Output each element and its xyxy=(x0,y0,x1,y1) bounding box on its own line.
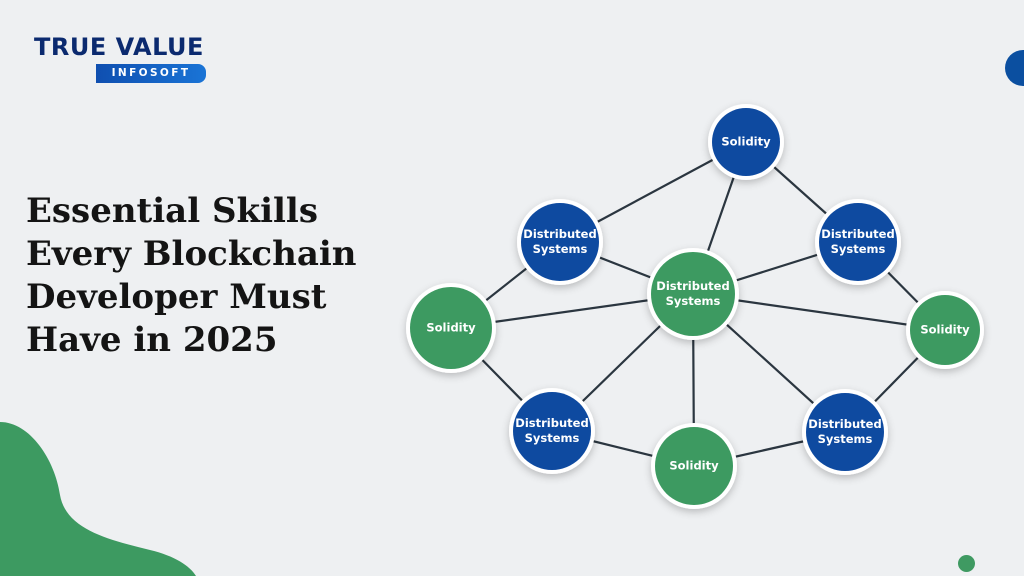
node-right: Solidity xyxy=(906,291,984,369)
green-blob-decoration xyxy=(0,422,196,576)
node-fill-circle xyxy=(910,295,980,365)
node-fill-circle xyxy=(651,252,735,336)
node-label: Systems xyxy=(666,294,721,308)
logo-wordmark: TRUE VALUE xyxy=(34,33,204,61)
node-top: Solidity xyxy=(708,104,784,180)
green-dot-decoration xyxy=(958,555,975,572)
node-label: Solidity xyxy=(426,321,476,335)
node-label: Distributed xyxy=(515,416,588,430)
node-fill-circle xyxy=(513,392,591,470)
node-label: Solidity xyxy=(721,135,771,149)
network-nodes: SolidityDistributedSystemsDistributedSys… xyxy=(406,104,984,509)
node-label: Systems xyxy=(831,242,886,256)
headline-line: Essential Skills xyxy=(26,191,318,231)
node-label: Distributed xyxy=(808,417,881,431)
logo-subtitle: INFOSOFT xyxy=(96,64,206,83)
node-label: Systems xyxy=(525,431,580,445)
headline-line: Developer Must xyxy=(26,277,327,317)
headline-line: Have in 2025 xyxy=(26,320,278,360)
blue-dot-decoration xyxy=(1005,50,1024,86)
node-label: Systems xyxy=(533,242,588,256)
node-bottom: Solidity xyxy=(651,423,737,509)
node-label: Solidity xyxy=(920,323,970,337)
node-label: Solidity xyxy=(669,459,719,473)
node-left: Solidity xyxy=(406,283,496,373)
node-fill-circle xyxy=(712,108,780,176)
node-label: Distributed xyxy=(523,227,596,241)
headline-line: Every Blockchain xyxy=(26,234,357,274)
node-label: Distributed xyxy=(821,227,894,241)
node-fill-circle xyxy=(806,393,884,471)
company-logo: TRUE VALUE INFOSOFT xyxy=(34,34,214,86)
node-fill-circle xyxy=(655,427,733,505)
node-label: Systems xyxy=(818,432,873,446)
node-fill-circle xyxy=(410,287,492,369)
node-label: Distributed xyxy=(656,279,729,293)
headline: Essential Skills Every Blockchain Develo… xyxy=(26,190,396,362)
node-fill-circle xyxy=(521,203,599,281)
node-fill-circle xyxy=(819,203,897,281)
